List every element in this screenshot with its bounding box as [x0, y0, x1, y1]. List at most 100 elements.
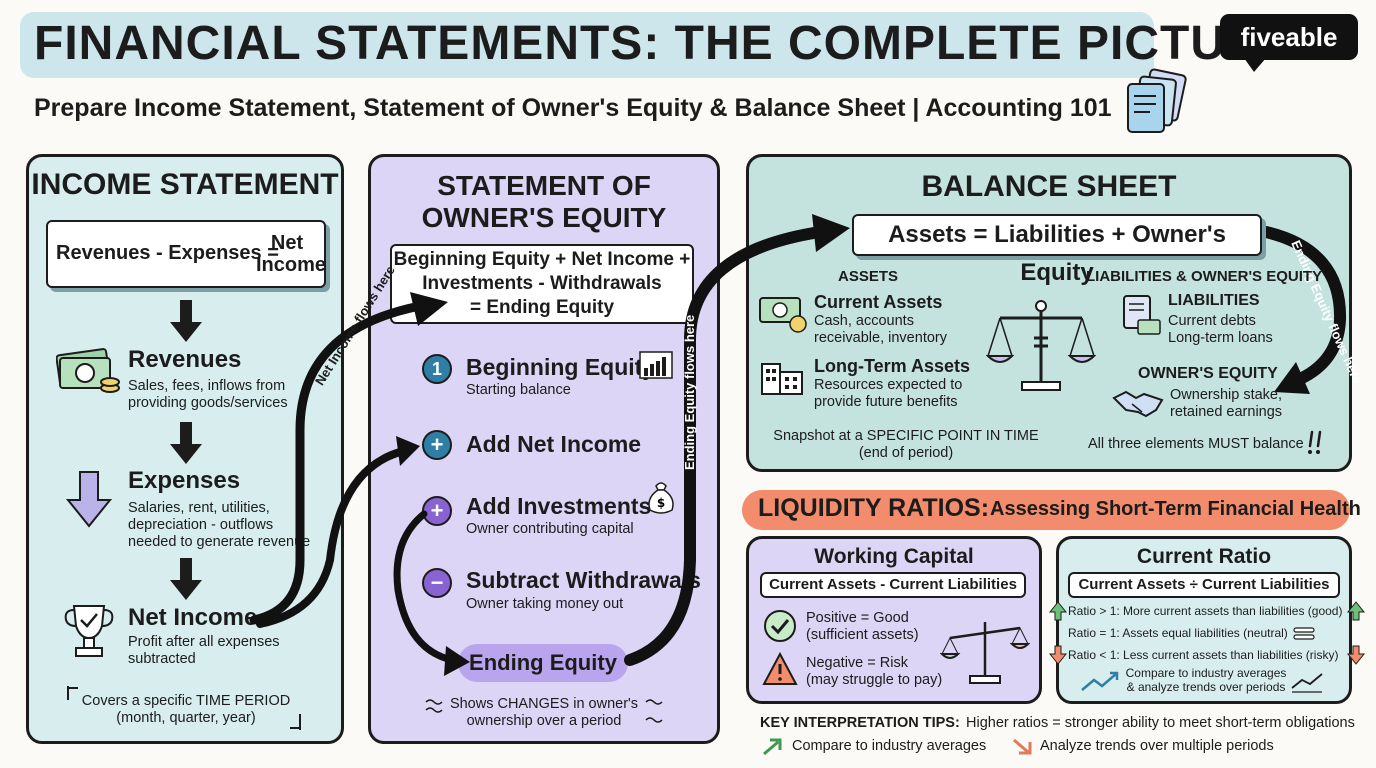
- tips-text: Higher ratios = stronger ability to meet…: [966, 715, 1355, 731]
- ratio-greater: Ratio > 1: More current assets than liab…: [1068, 604, 1343, 618]
- step4-desc: Owner taking money out: [466, 596, 624, 612]
- trend-line-icon: [1291, 673, 1323, 693]
- revenues-desc-line: providing goods/services: [128, 395, 288, 411]
- step1-circle: 1: [422, 354, 452, 384]
- revenues-title: Revenues: [128, 346, 242, 373]
- chart-icon: [639, 351, 673, 379]
- equity-formula-line: Beginning Equity + Net Income +: [393, 249, 691, 270]
- expenses-desc: Salaries, rent, utilities, depreciation …: [128, 500, 310, 551]
- balance-title: BALANCE SHEET: [921, 170, 1177, 203]
- step3-desc: Owner contributing capital: [466, 521, 634, 537]
- balance-sheet-panel: [746, 154, 1352, 472]
- ratio-less: Ratio < 1: Less current assets than liab…: [1068, 648, 1339, 662]
- wc-negative: Negative = Risk (may struggle to pay): [806, 655, 942, 689]
- current-assets-title: Current Assets: [814, 292, 943, 312]
- income-formula-box: [46, 220, 326, 288]
- arrow-down-icon: [170, 300, 202, 342]
- cr-note-line: & analyze trends over periods: [1126, 680, 1286, 694]
- net-income-desc-line: subtracted: [128, 651, 196, 667]
- revenues-desc-line: Sales, fees, inflows from: [128, 378, 286, 394]
- arrow-down-red-icon: [1048, 645, 1068, 665]
- wc-positive-line: (sufficient assets): [806, 627, 919, 643]
- equity-formula: Beginning Equity + Net Income + Investme…: [390, 248, 694, 320]
- step3-title: Add Investments: [466, 493, 652, 519]
- step4-title: Subtract Withdrawals: [466, 567, 701, 593]
- check-circle-icon: [764, 610, 796, 642]
- net-income-title: Net Income: [128, 604, 258, 631]
- current-ratio-formula: Current Assets ÷ Current Liabilities: [1068, 572, 1340, 598]
- page-subtitle: Prepare Income Statement, Statement of O…: [34, 94, 1112, 122]
- tilted-scale-icon: [940, 622, 1030, 684]
- owners-equity-desc: Ownership stake, retained earnings: [1170, 387, 1282, 421]
- ratio-equal: Ratio = 1: Assets equal liabilities (neu…: [1068, 626, 1288, 640]
- balance-scale-icon: [986, 300, 1096, 391]
- equal-bars-icon: [1293, 627, 1315, 640]
- arrow-down-red-icon: [1346, 645, 1366, 665]
- title-band: [20, 12, 1154, 78]
- equity-title-line: OWNER'S EQUITY: [421, 202, 667, 233]
- wave-icons: [425, 699, 663, 723]
- income-formula-net: Net: [270, 232, 304, 254]
- balance-equation: Assets = Liabilities + Owner's Equity: [852, 214, 1262, 286]
- logo-speech-tail: [1244, 58, 1266, 72]
- tips-title: KEY INTERPRETATION TIPS:: [760, 715, 960, 731]
- step2-circle: +: [422, 430, 452, 460]
- documents-icon: [1127, 68, 1187, 133]
- current-assets-desc: Cash, accounts receivable, inventory: [814, 313, 947, 347]
- trend-up-icon: [1081, 671, 1119, 691]
- equity-title: STATEMENT OF OWNER'S EQUITY: [368, 170, 720, 234]
- liquidity-subtitle: Assessing Short-Term Financial Health: [990, 498, 1361, 520]
- expense-arrow-icon: [65, 471, 113, 528]
- long-term-assets-desc-line: provide future benefits: [814, 394, 958, 410]
- liability-document-icon: [1123, 295, 1161, 335]
- owners-equity-desc-line: Ownership stake,: [1170, 387, 1283, 403]
- long-term-assets-title: Long-Term Assets: [814, 356, 971, 376]
- ending-equity-flow-label: Ending Equity flows here: [682, 314, 697, 470]
- balance-must-note: All three elements MUST balance: [1088, 436, 1304, 452]
- arrow-up-green-icon: [1048, 601, 1068, 621]
- liabilities-desc-line: Long-term loans: [1168, 330, 1273, 346]
- current-assets-desc-line: receivable, inventory: [814, 330, 947, 346]
- tip-trends: Analyze trends over multiple periods: [1040, 738, 1274, 754]
- revenues-desc: Sales, fees, inflows from providing good…: [128, 378, 288, 412]
- income-footer-line: Covers a specific TIME PERIOD: [81, 693, 291, 709]
- owners-equity-desc-line: retained earnings: [1170, 404, 1283, 420]
- handshake-icon: [1112, 390, 1164, 418]
- working-capital-formula: Current Assets - Current Liabilities: [760, 572, 1026, 598]
- equity-footer: Shows CHANGES in owner's ownership over …: [420, 696, 668, 730]
- step1-desc: Starting balance: [466, 382, 571, 398]
- step1-title: Beginning Equity: [466, 354, 656, 380]
- liabilities-title: LIABILITIES: [1168, 292, 1260, 309]
- fiveable-logo[interactable]: fiveable: [1220, 14, 1358, 60]
- expenses-title: Expenses: [128, 467, 241, 494]
- liabilities-desc: Current debts Long-term loans: [1168, 313, 1273, 347]
- expenses-desc-line: depreciation - outflows: [128, 517, 274, 533]
- snapshot-note: Snapshot at a SPECIFIC POINT IN TIME (en…: [770, 428, 1042, 462]
- long-term-assets-desc: Resources expected to provide future ben…: [814, 377, 962, 411]
- money-icon: [56, 348, 120, 393]
- warning-icon: [762, 652, 798, 685]
- current-ratio-title: Current Ratio: [1136, 545, 1272, 568]
- income-footer: Covers a specific TIME PERIOD (month, qu…: [66, 693, 306, 727]
- income-footer-line: (month, quarter, year): [116, 710, 256, 726]
- money-bag-icon: $: [648, 482, 674, 514]
- wc-positive-line: Positive = Good: [806, 610, 909, 626]
- period-bracket-icon: [67, 686, 301, 730]
- trophy-icon: [64, 605, 114, 657]
- cr-note-line: Compare to industry averages: [1125, 666, 1287, 680]
- income-formula-left: Revenues - Expenses =: [56, 242, 279, 264]
- income-formula-income: Income: [256, 254, 327, 276]
- liabilities-equity-heading: LIABILITIES & OWNER'S EQUITY: [1086, 268, 1323, 285]
- arrow-up-right-green-icon: [763, 738, 782, 756]
- building-icon: [761, 363, 803, 395]
- long-term-assets-desc-line: Resources expected to: [814, 377, 963, 393]
- tip-industry: Compare to industry averages: [792, 738, 987, 754]
- page-title: FINANCIAL STATEMENTS: THE COMPLETE PICTU…: [34, 17, 1295, 70]
- income-title: INCOME STATEMENT: [31, 168, 339, 201]
- step4-circle: −: [422, 568, 452, 598]
- exclamation-icon: [1308, 430, 1322, 454]
- step3-circle: +: [422, 496, 452, 526]
- liquidity-band: [742, 490, 1350, 530]
- arrow-down-icon: [170, 422, 202, 464]
- equity-formula-line: = Ending Equity: [469, 297, 615, 318]
